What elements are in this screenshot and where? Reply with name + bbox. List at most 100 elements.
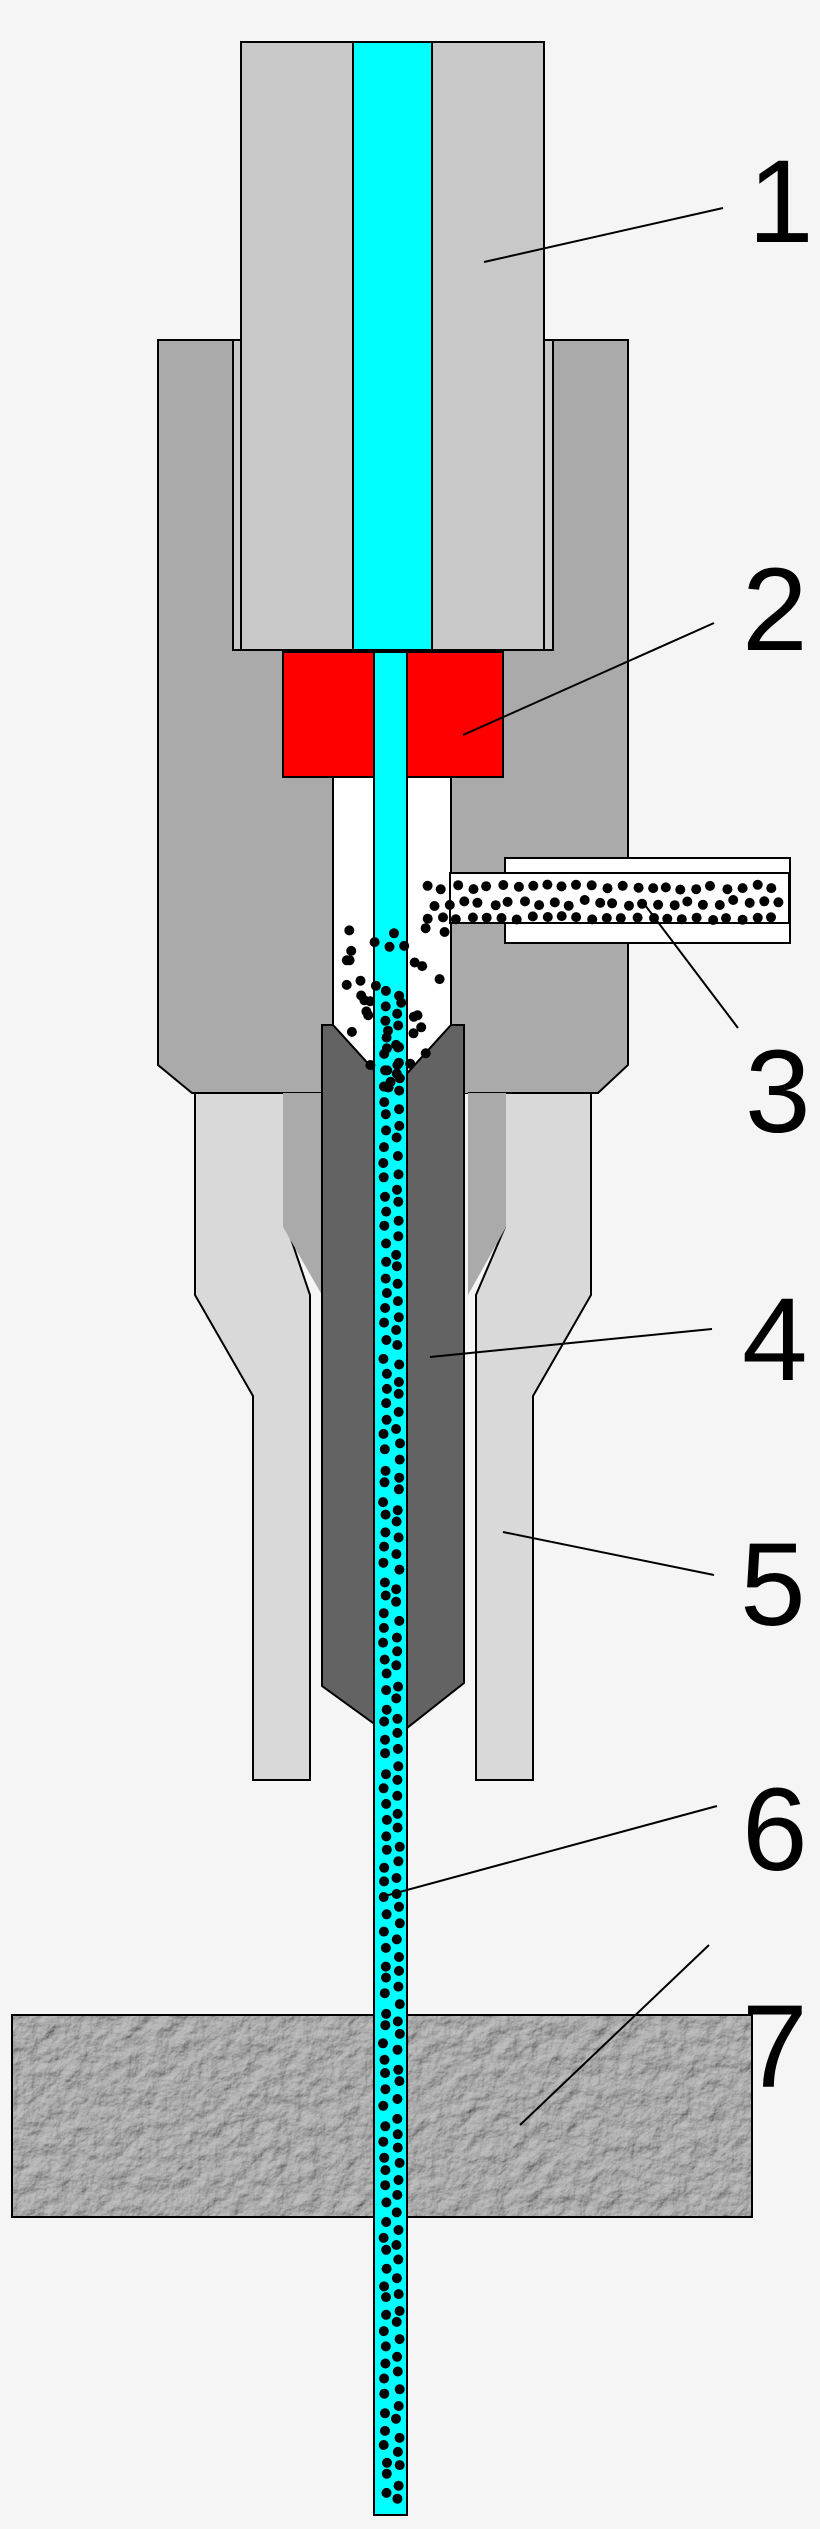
abrasive-particle <box>370 980 381 991</box>
abrasive-particle <box>420 923 431 934</box>
abrasive-particle <box>422 880 433 891</box>
abrasive-particle <box>381 1256 392 1267</box>
abrasive-particle <box>380 2020 391 2031</box>
abrasive-particle <box>601 913 612 923</box>
abrasive-particle <box>379 1048 390 1059</box>
abrasive-particle <box>394 2384 405 2395</box>
abrasive-particle <box>394 2028 405 2039</box>
abrasive-particle <box>394 2157 405 2168</box>
abrasive-particle <box>481 881 492 892</box>
abrasive-particle <box>379 1876 390 1887</box>
abrasive-particle <box>378 1557 389 1568</box>
abrasive-particle <box>392 2366 403 2377</box>
abrasive-particle <box>571 912 582 923</box>
abrasive-particle <box>380 1465 391 1476</box>
abrasive-particle <box>381 2292 391 2303</box>
abrasive-particle <box>653 899 664 910</box>
abrasive-particle <box>380 1273 391 1284</box>
abrasive-particle <box>391 1039 402 1050</box>
abrasive-particle <box>434 974 445 985</box>
abrasive-particle <box>380 1527 391 1538</box>
abrasive-particle <box>378 2232 389 2243</box>
abrasive-particle <box>513 881 524 892</box>
abrasive-particle <box>391 2413 401 2424</box>
abrasive-particle <box>380 2358 391 2369</box>
label-5: 5 <box>740 1519 806 1651</box>
abrasive-particle <box>379 1097 390 1108</box>
abrasive-particle <box>379 1444 390 1455</box>
abrasive-particle <box>394 2460 405 2471</box>
abrasive-particle <box>380 1001 391 1012</box>
leader-line-4 <box>429 1328 713 1358</box>
abrasive-particle <box>459 896 470 907</box>
abrasive-particle <box>380 1734 390 1745</box>
abrasive-particle <box>378 1497 389 1508</box>
abrasive-particle <box>393 1377 404 1387</box>
abrasive-particle <box>662 913 673 924</box>
abrasive-particle <box>502 896 513 907</box>
abrasive-particle <box>393 1484 404 1495</box>
abrasive-particle <box>379 2054 390 2065</box>
abrasive-particle <box>381 1704 392 1715</box>
abrasive-particle <box>393 1312 404 1323</box>
abrasive-particle <box>394 1952 404 1962</box>
abrasive-particle <box>682 896 693 907</box>
abrasive-particle <box>392 2016 403 2027</box>
abrasive-particle <box>392 1184 402 1195</box>
abrasive-particle <box>409 957 420 968</box>
abrasive-particle <box>481 912 492 923</box>
abrasive-particle <box>378 1172 389 1183</box>
abrasive-particle <box>392 1646 403 1657</box>
abrasive-particle <box>380 1065 391 1076</box>
abrasive-particle <box>392 1713 403 1724</box>
abrasive-particle <box>380 2425 390 2436</box>
abrasive-particle <box>381 2197 392 2208</box>
abrasive-particle <box>381 1844 392 1855</box>
abrasive-particle <box>416 1022 427 1033</box>
abrasive-particle <box>595 897 606 908</box>
abrasive-particle <box>389 928 399 939</box>
abrasive-particle <box>391 2273 402 2284</box>
abrasive-particle <box>392 1296 403 1307</box>
abrasive-particle <box>393 1407 404 1417</box>
abrasive-particle <box>586 880 597 891</box>
abrasive-particle <box>453 880 464 891</box>
abrasive-particle <box>391 1516 402 1527</box>
abrasive-particle <box>737 883 748 894</box>
body-inner-right <box>457 1025 506 1295</box>
abrasive-particle <box>563 900 574 911</box>
abrasive-particle <box>382 2457 392 2468</box>
abrasive-particle <box>341 979 352 990</box>
abrasive-particle <box>365 1060 376 1070</box>
abrasive-water-jet <box>373 651 408 2516</box>
abrasive-particle <box>392 2351 403 2362</box>
abrasive-particle <box>393 1532 404 1543</box>
abrasive-particle <box>380 1303 391 1313</box>
abrasive-particle <box>379 2388 390 2399</box>
abrasive-particle <box>392 2044 403 2055</box>
label-1: 1 <box>748 136 814 268</box>
abrasive-particle <box>602 883 613 894</box>
abrasive-particle <box>408 1011 419 1022</box>
abrasive-particle <box>381 1335 392 1345</box>
abrasive-particle <box>381 1769 391 1780</box>
abrasive-particle <box>381 1909 392 1920</box>
abrasive-particle <box>381 1414 392 1425</box>
abrasive-particle <box>392 1505 403 1516</box>
abrasive-particle <box>542 912 553 922</box>
abrasive-particle <box>379 1142 389 1153</box>
abrasive-particle <box>365 996 376 1007</box>
abrasive-particle <box>379 1716 390 1727</box>
abrasive-particle <box>381 1831 392 1842</box>
abrasive-particle <box>391 1632 402 1643</box>
abrasive-particle <box>633 882 644 893</box>
label-4: 4 <box>742 1274 808 1406</box>
abrasive-particle <box>392 1790 403 1801</box>
abrasive-particle <box>393 2225 404 2235</box>
abrasive-particle <box>381 1125 392 1136</box>
abrasive-particle <box>391 1584 402 1595</box>
abrasive-particle <box>392 1340 403 1350</box>
abrasive-particle <box>378 1622 389 1633</box>
abrasive-particle <box>392 1278 403 1289</box>
abrasive-particle <box>381 2309 392 2320</box>
